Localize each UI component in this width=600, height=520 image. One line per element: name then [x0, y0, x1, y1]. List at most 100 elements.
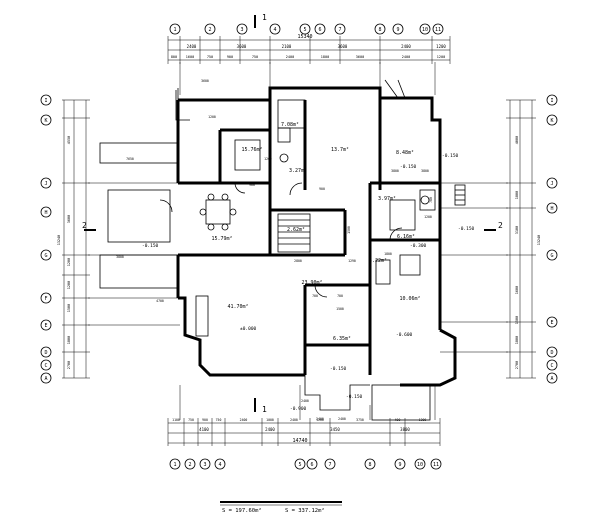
axis-bubble — [169, 458, 181, 470]
axis-bubble — [432, 23, 444, 35]
axis-label-left: H — [44, 210, 47, 216]
room-area-dining: 15.79m² — [211, 236, 232, 242]
level-mark: -0.150 — [442, 153, 459, 159]
right-dim: 1800 — [515, 336, 519, 344]
axis-label-top: 5 — [303, 27, 306, 33]
top-total-dim: 15340 — [297, 34, 312, 40]
axis-label-top: 10 — [422, 27, 428, 33]
axis-label-bottom: 10 — [417, 462, 423, 468]
left-dim: 1500 — [67, 304, 71, 312]
room-area-bath-1: 7.08m² — [281, 122, 299, 128]
interior-dim: 1290 — [348, 259, 356, 263]
axis-bubble — [40, 177, 52, 189]
axis-bubble — [414, 458, 426, 470]
axis-label-bottom: 4 — [218, 462, 221, 468]
axis-bubble — [546, 316, 558, 328]
axis-label-top: 1 — [173, 27, 176, 33]
level-mark: ±0.000 — [240, 326, 257, 332]
right-dim: 4000 — [515, 136, 519, 144]
bottom-dim-row2: 750 — [216, 418, 222, 422]
bottom-total-dim: 14740 — [292, 438, 307, 444]
axis-label-left: F — [44, 296, 47, 302]
axis-bubble — [546, 346, 558, 358]
axis-bubble — [269, 23, 281, 35]
interior-dim: 1500 — [336, 307, 344, 311]
axis-bubble — [419, 23, 431, 35]
room-area-bedroom-1: 15.76m² — [241, 147, 262, 153]
axis-bubble — [40, 372, 52, 384]
top-dim-row1: 2400 — [401, 44, 411, 49]
axis-label-right: C — [550, 363, 553, 369]
top-dim-row1: 3600 — [338, 44, 348, 49]
axis-bubble — [40, 114, 52, 126]
axis-label-top: 9 — [396, 27, 399, 33]
room-area-bedroom-2: 13.7m² — [331, 147, 349, 153]
axis-bubble — [314, 23, 326, 35]
axis-bubble — [169, 23, 181, 35]
axis-bubble — [40, 346, 52, 358]
axis-bubble — [299, 23, 311, 35]
room-area-entry: 6.35m² — [333, 336, 351, 342]
axis-label-left: E — [44, 323, 47, 329]
top-dim-row2: 1200 — [437, 55, 445, 59]
level-mark: -0.600 — [396, 332, 413, 338]
bottom-dim-row2: 1200 — [316, 418, 324, 422]
interior-dim: 3800 — [421, 169, 429, 173]
interior-dim: 2800 — [294, 259, 302, 263]
axis-label-right: A — [550, 376, 553, 382]
axis-bubble — [546, 372, 558, 384]
axis-bubble — [40, 359, 52, 371]
axis-bubble — [184, 458, 196, 470]
interior-dim: 1200 — [264, 157, 272, 161]
axis-bubble — [364, 458, 376, 470]
axis-label-left: I — [44, 98, 47, 104]
axis-label-bottom: 9 — [398, 462, 401, 468]
room-area-pantry: 3.22m² — [369, 258, 387, 264]
axis-bubble — [40, 292, 52, 304]
axis-bubble — [204, 23, 216, 35]
level-mark: -0.300 — [410, 243, 427, 249]
left-dim: 1200 — [67, 258, 71, 266]
axis-label-top: 6 — [318, 27, 321, 33]
axis-label-bottom: 2 — [188, 462, 191, 468]
axis-bubble — [214, 458, 226, 470]
axis-bubble — [40, 319, 52, 331]
room-area-wc: 3.97m² — [378, 196, 396, 202]
interior-dim: 2400 — [316, 417, 324, 421]
area-note-s1: S = 197.60m² — [222, 507, 262, 514]
top-dim-row2: 3600 — [356, 55, 364, 59]
bottom-dim-row2: 2400 — [290, 418, 298, 422]
bottom-dim-row2: 1100 — [172, 418, 180, 422]
top-dim-row2: 2400 — [286, 55, 294, 59]
interior-dim: 1800 — [384, 252, 392, 256]
right-dim: 2700 — [515, 361, 519, 369]
room-area-stair: 2.62m² — [287, 227, 305, 233]
axis-label-left: A — [44, 376, 47, 382]
bottom-dim-row2: 1000 — [266, 418, 274, 422]
room-area-bath-2: 3.27m² — [289, 168, 307, 174]
interior-dim: 3600 — [201, 79, 209, 83]
top-dim-row1: 2400 — [187, 44, 197, 49]
top-dim-row1: 3600 — [237, 44, 247, 49]
axis-bubble — [236, 23, 248, 35]
left-dim: 1200 — [67, 281, 71, 289]
axis-bubble — [546, 202, 558, 214]
axis-label-left: C — [44, 363, 47, 369]
interior-dim: 900 — [319, 187, 325, 191]
axis-bubble — [40, 94, 52, 106]
axis-label-bottom: 7 — [328, 462, 331, 468]
interior-dim: 3800 — [391, 169, 399, 173]
level-marks: ±0.000 -0.150 -0.150 -0.300 -0.150 -0.15… — [142, 153, 475, 412]
room-area-living: 41.70m² — [227, 304, 248, 310]
axis-bubble — [334, 23, 346, 35]
axis-bubble — [546, 114, 558, 126]
right-dim: 13240 — [537, 235, 541, 246]
bottom-dim-row2: 3750 — [356, 418, 364, 422]
axis-bubble — [546, 249, 558, 261]
interior-dim: 2400 — [338, 417, 346, 421]
axis-label-top: 11 — [435, 27, 441, 33]
bottom-dim-row1: 3800 — [400, 427, 410, 432]
axis-label-top: 7 — [338, 27, 341, 33]
